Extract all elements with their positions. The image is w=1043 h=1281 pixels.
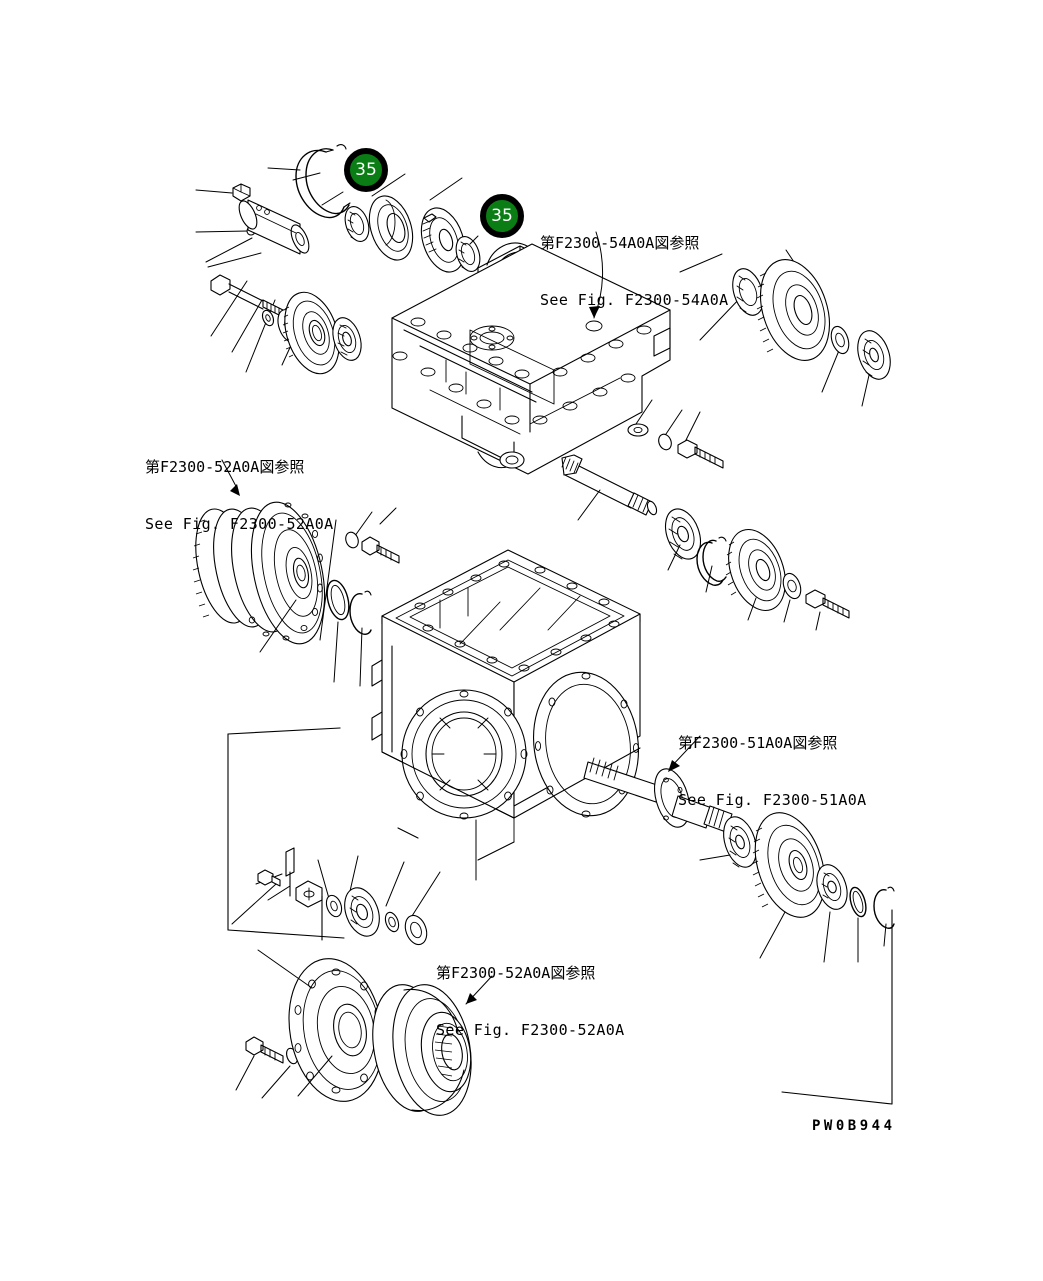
bottom-assembly: [231, 847, 493, 1116]
mid-right-shaft-group: [561, 399, 850, 631]
main-transmission-case: [371, 549, 641, 881]
reference-label-52a0a-lower: 第F2300-52A0A図参照 See Fig. F2300-52A0A: [436, 926, 625, 1078]
upper-center-parts: [267, 144, 481, 273]
reference-jp-51a0a: 第F2300-51A0A図参照: [678, 734, 838, 752]
output-shaft-mid: [561, 454, 658, 521]
reference-jp-52a0a-upper: 第F2300-52A0A図参照: [145, 458, 305, 476]
figure-code: PW0B944: [812, 1118, 896, 1134]
torque-converter: [192, 459, 400, 687]
ref-51-arrow: [668, 735, 701, 772]
carrier-drum-bottom: [372, 975, 493, 1116]
reference-en-51a0a: See Fig. F2300-51A0A: [678, 791, 867, 809]
gear-splined-top: [420, 207, 466, 273]
gear-right-top: [756, 259, 830, 361]
part-callout-35-center[interactable]: 35: [480, 194, 524, 238]
reference-en-54a0a: See Fig. F2300-54A0A: [540, 291, 729, 309]
seal-ring-left: [326, 579, 350, 683]
reference-label-54a0a: 第F2300-54A0A図参照 See Fig. F2300-54A0A: [540, 196, 729, 348]
section-frame-right: [781, 909, 893, 1105]
reference-en-52a0a-lower: See Fig. F2300-52A0A: [436, 1021, 625, 1039]
section-frame-left: [227, 727, 345, 939]
reference-en-52a0a-upper: See Fig. F2300-52A0A: [145, 515, 334, 533]
reference-label-52a0a-upper: 第F2300-52A0A図参照 See Fig. F2300-52A0A: [145, 420, 334, 572]
gear-large-left: [282, 291, 340, 375]
reference-label-51a0a: 第F2300-51A0A図参照 See Fig. F2300-51A0A: [678, 696, 867, 848]
upper-housing: [391, 242, 671, 475]
gear-mid-right: [725, 528, 786, 621]
callout-number: 35: [491, 205, 513, 226]
gear-right-lower: [751, 812, 826, 959]
ref-54-arrow: [585, 231, 603, 332]
right-lower-group: [699, 812, 895, 963]
bearing-upper-c: [455, 235, 481, 273]
part-callout-35-upper[interactable]: 35: [344, 148, 388, 192]
upper-left-small-parts: [195, 172, 362, 375]
reference-jp-54a0a: 第F2300-54A0A図参照: [540, 234, 700, 252]
snap-ring-top: [295, 144, 351, 219]
callout-number: 35: [355, 159, 377, 180]
bearing-upper-a: [332, 317, 362, 361]
reference-jp-52a0a-lower: 第F2300-52A0A図参照: [436, 964, 596, 982]
hub-upper: [368, 195, 414, 261]
bearing-upper-b: [344, 205, 370, 243]
right-top-gear-group: [679, 249, 891, 407]
